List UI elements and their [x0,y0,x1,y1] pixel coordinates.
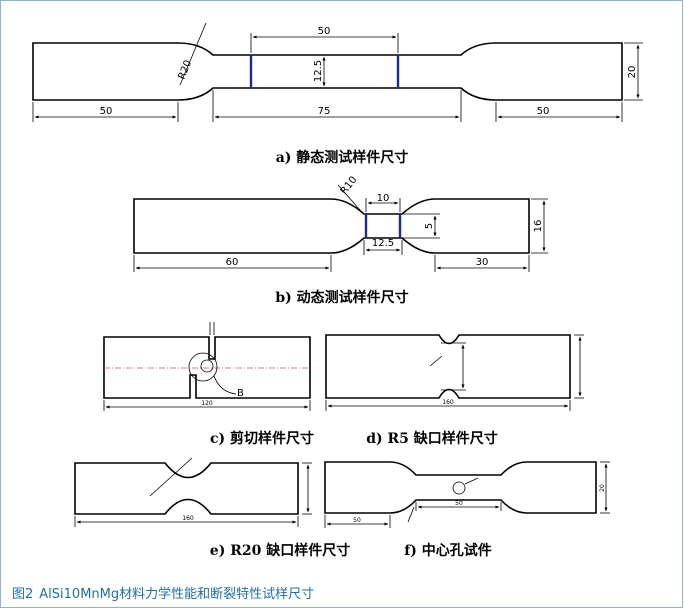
dim-b-gauge-width-label: 5 [424,223,435,229]
specimen-c-marker-label: B [237,388,244,399]
dim-b-overall-width-label: 16 [533,220,544,233]
specimen-f-outline [324,461,597,514]
figure-caption: 图2 AlSi10MnMg材料力学性能和断裂特性试样尺寸 [0,575,685,610]
specimen-b-outline [133,198,530,254]
dim-f-overall-width-label: 20 [599,484,606,492]
dim-a-overall-width-label: 20 [627,66,638,79]
specimen-e: 160 [74,457,312,527]
specimen-d: 160 [325,334,584,411]
dim-a-middle-label: 75 [318,106,331,117]
dim-e-overall-length-label: 160 [182,515,194,522]
specimen-c-shear-hole [200,359,214,373]
specimen-f-title: f) 中心孔试件 [404,542,492,559]
specimen-c: B 120 [103,322,311,411]
specimen-a-outline [32,42,623,101]
dim-a-gauge-width-label: 12.5 [313,60,324,82]
specimen-b: 10 5 R10 16 60 12.5 30 [133,175,548,272]
dim-d-notch-radius-leader [429,355,443,367]
dim-f-left-length-label: 50 [353,517,361,524]
dim-a-radius-leader [179,22,207,86]
dim-f-center-length-label: 50 [455,500,463,507]
specimen-f: 50 20 50 [324,461,610,528]
dim-a-grip-right-label: 50 [537,106,550,117]
specimen-b-title: b) 动态测试样件尺寸 [275,289,408,306]
specimen-e-title: e) R20 缺口样件尺寸 [210,542,350,559]
dim-a-grip-left-label: 50 [100,106,113,117]
dim-b-radius-leader [337,184,361,211]
specimen-c-title: c) 剪切样件尺寸 [210,430,314,447]
specimen-e-outline [74,462,299,515]
figure-caption-text: AlSi10MnMg材料力学性能和断裂特性试样尺寸 [39,587,315,602]
specimen-a-title: a) 静态测试样件尺寸 [276,149,409,166]
specimen-c-detail-circle [188,352,218,382]
specimen-f-center-hole [452,481,466,495]
dim-f-hole-leader [464,477,479,485]
dim-d-overall-length-label: 160 [442,399,454,406]
dim-f-radius-leader [407,506,415,523]
dim-e-notch-radius-leader [149,457,193,497]
specimen-drawing: 50 12.5 R20 20 50 75 50 a) 静态测试样件尺寸 [32,22,643,559]
specimen-c-marker-leader [213,375,237,395]
dim-b-grip-left-label: 60 [226,257,239,268]
dim-b-radius-label: R10 [339,175,360,197]
specimen-a: 50 12.5 R20 20 50 75 50 [32,22,643,122]
figure-caption-label: 图2 [12,587,34,602]
specimen-c-outline [103,336,311,399]
dim-a-gauge-length-label: 50 [318,26,331,37]
specimen-d-outline [325,334,571,399]
dim-b-grip-right-label: 30 [476,257,489,268]
dim-b-gauge-length-label: 10 [377,193,390,204]
dim-c-overall-length-label: 120 [201,400,213,407]
dim-b-neck-label: 12.5 [372,238,394,249]
specimen-d-title: d) R5 缺口样件尺寸 [366,430,498,447]
